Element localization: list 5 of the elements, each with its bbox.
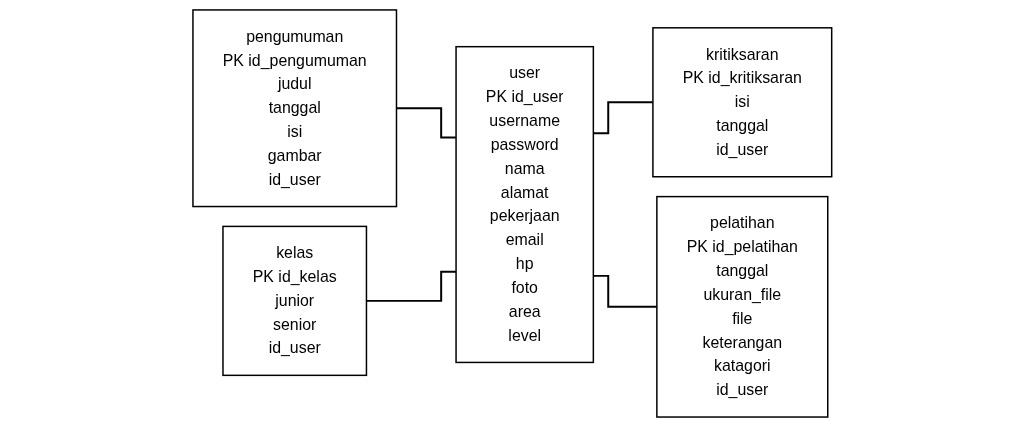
node-box: kelas PK id_kelas junior senior id_user <box>221 225 367 377</box>
node-box: pengumuman PK id_pengumuman judul tanggal isi gambar id_user <box>191 9 397 208</box>
node-box: user PK id_user username password nama alamat pekerjaan email hp foto area level <box>455 45 594 364</box>
node-box: kritiksaran PK id_kritiksaran isi tanggal id_user <box>651 27 833 178</box>
node-box: pelatihan PK id_pelatihan tanggal ukuran_file file keterangan katagori id_user <box>655 195 829 418</box>
